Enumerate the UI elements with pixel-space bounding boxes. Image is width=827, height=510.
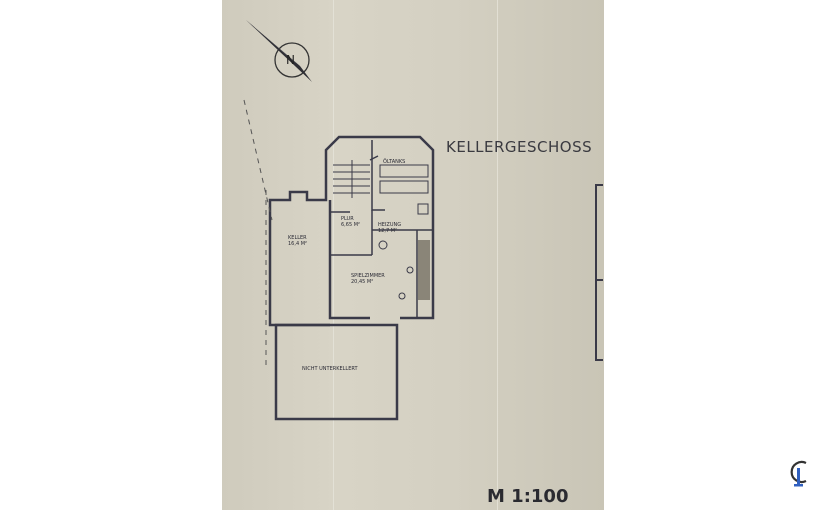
scale-label: M 1:100 (487, 486, 569, 507)
watermark-logo-icon (790, 460, 807, 487)
paper-fold-line (497, 0, 498, 510)
room-label: SPIELZIMMER 20,45 M² (351, 273, 385, 285)
svg-text:N: N (286, 53, 295, 67)
blueprint-paper (222, 0, 604, 510)
room-label: HEIZUNG 12,7 M² (378, 222, 402, 234)
plan-title: KELLERGESCHOSS (446, 138, 593, 156)
room-label: NICHT UNTERKELLERT (302, 366, 358, 372)
room-label: ÖLTANKS (383, 159, 406, 165)
north-arrow-icon: N (246, 20, 312, 82)
room-label: KELLER 16,4 M² (288, 235, 308, 247)
room-label: PLUR 6,65 M² (341, 216, 361, 228)
